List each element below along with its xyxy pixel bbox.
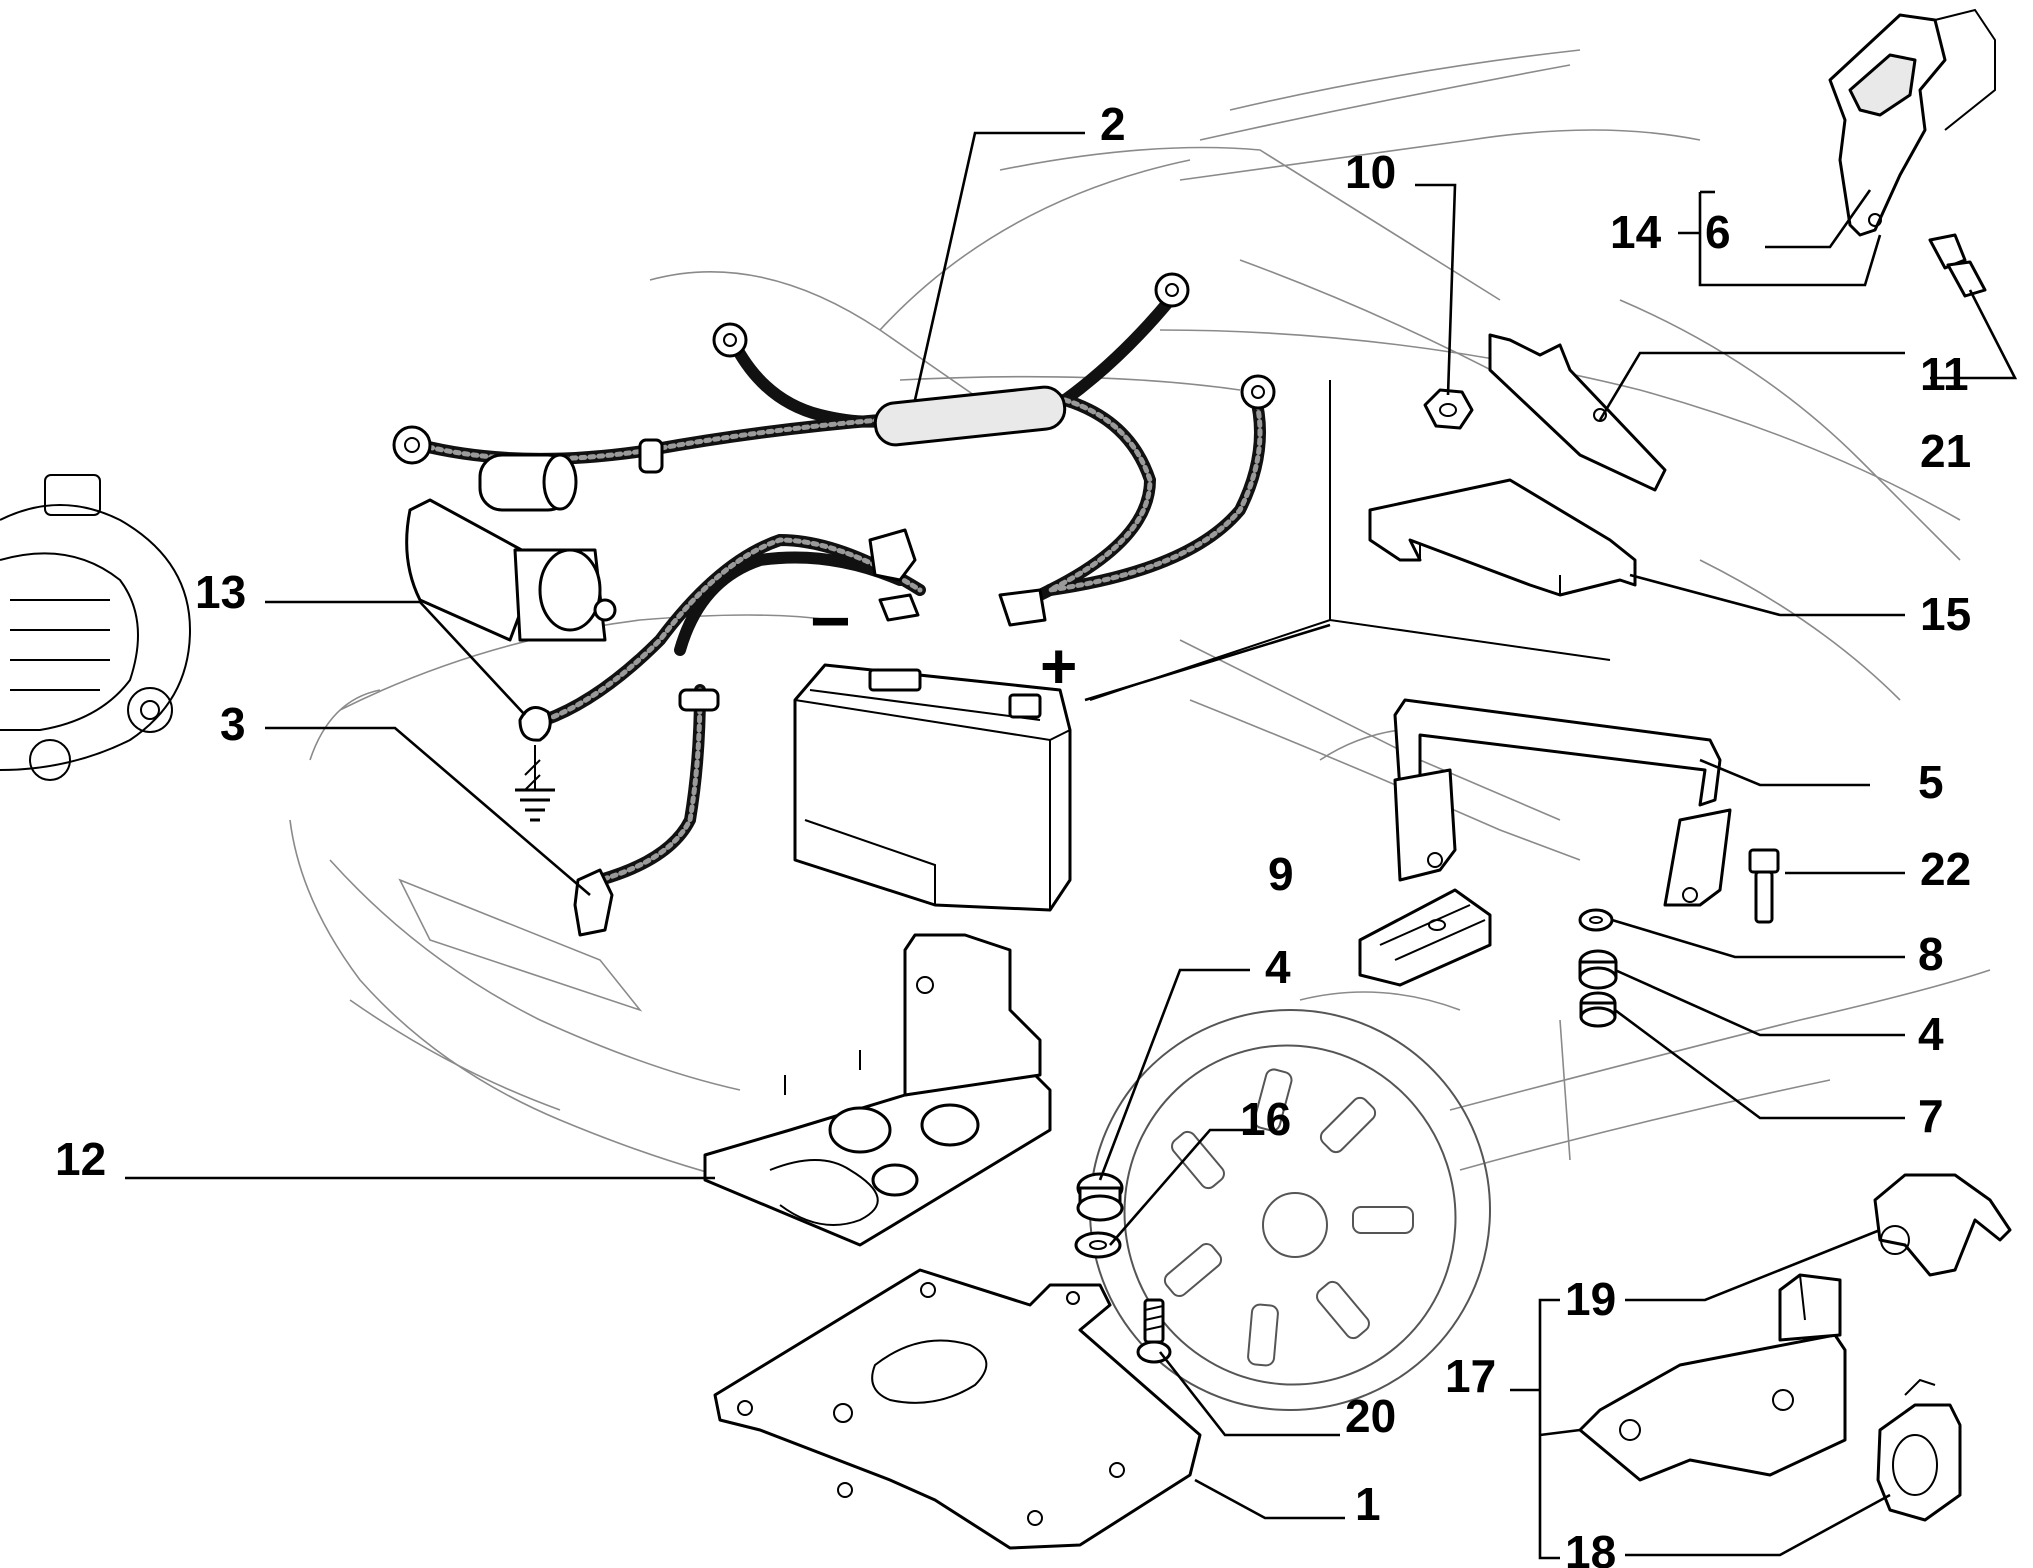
callout-13: 13 [195,566,246,618]
callout-14: 14 [1610,206,1662,258]
callout-11: 11 [1920,348,1969,400]
callout-4-right: 4 [1918,1008,1944,1060]
callout-4-left: 4 [1265,941,1291,993]
washer-part-8 [1578,908,1614,932]
nut-part-4-right [1578,949,1618,990]
clip-part-19 [1873,1173,2012,1277]
callout-8: 8 [1918,928,1944,980]
terminal-cover-part-15 [1368,478,1637,597]
nut-part-4 [1076,1172,1124,1222]
callout-3: 3 [220,698,246,750]
callout-16: 16 [1240,1093,1291,1145]
callout-17: 17 [1445,1350,1496,1402]
callout-20: 20 [1345,1390,1396,1442]
mounting-bracket-part-21 [1488,333,1667,492]
callout-12: 12 [55,1133,106,1185]
bolt-part-22 [1748,848,1780,924]
starter-motor [405,453,617,642]
battery-hold-down-bracket [1393,698,1732,907]
clamp-block-part-9 [1358,888,1492,987]
wheel [1089,1009,1491,1411]
negative-terminal-mark: − [810,582,851,660]
positive-terminal-mark: + [1040,630,1077,702]
spacer-part-7 [1579,991,1617,1028]
bolt-part-11 [1928,233,1987,298]
bolt-part-20 [1136,1298,1172,1364]
callout-5: 5 [1918,756,1944,808]
callout-labels: 2 10 14 6 11 21 13 15 3 5 4 9 22 8 4 7 1… [55,98,1971,1568]
callout-1: 1 [1355,1478,1381,1530]
callout-15: 15 [1920,588,1971,640]
cable-harness [392,272,1276,937]
callout-2: 2 [1100,98,1126,150]
callout-9: 9 [1268,848,1294,900]
callout-7: 7 [1918,1090,1944,1142]
callout-10: 10 [1345,146,1396,198]
washer-part-16 [1074,1231,1122,1259]
leader-lines [125,131,2018,1560]
callout-21: 21 [1920,425,1971,477]
vehicle-outline [289,49,1991,1191]
battery-tray [703,933,1052,1247]
clip-part-18 [1876,1378,1962,1522]
alternator [0,474,192,781]
nut-part-10 [1423,388,1474,430]
earth-ground-symbol [515,745,555,822]
callout-19: 19 [1565,1273,1616,1325]
fuse-holder-part-6 [1828,8,1996,237]
support-bracket-part-17 [1578,1273,1847,1482]
callout-18: 18 [1565,1526,1616,1568]
battery: − + [793,582,1077,912]
base-plate [713,1268,1202,1550]
callout-22: 22 [1920,843,1971,895]
callout-6: 6 [1705,206,1731,258]
